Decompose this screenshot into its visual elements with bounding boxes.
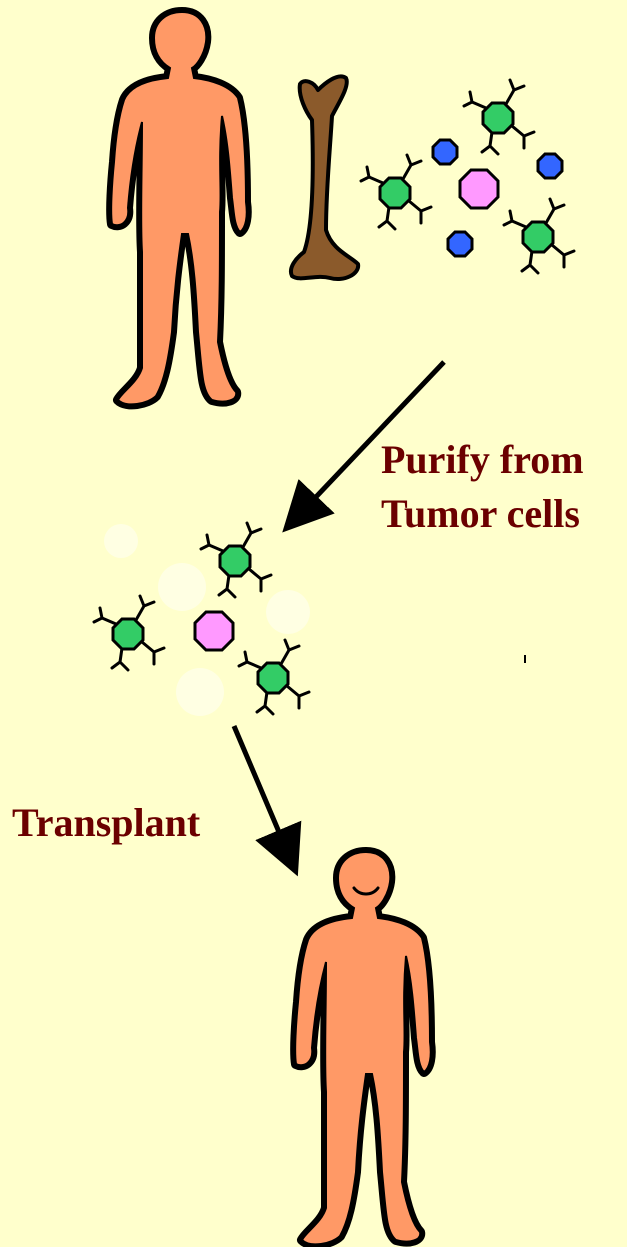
purify-label-line1: Purify from: [381, 433, 584, 487]
stem-cell-icon: [201, 523, 271, 597]
blood-cell-icon: [448, 232, 472, 256]
bone-icon: [291, 76, 358, 279]
transplant-arrow-icon: [234, 726, 290, 858]
transplant-label: Transplant: [12, 796, 200, 850]
recipient-smiling-person-icon: [295, 852, 431, 1244]
stem-cell-icon: [361, 155, 431, 229]
tumor-cell-icon: [195, 612, 233, 650]
blood-cell-icon: [433, 140, 457, 164]
purify-label: Purify from Tumor cells: [381, 433, 584, 541]
donor-person-icon: [111, 12, 247, 404]
purified-cell-cluster: [94, 523, 526, 716]
stem-cell-icon: [94, 596, 164, 670]
stem-cell-icon: [239, 640, 309, 714]
stem-cell-icon: [464, 80, 534, 154]
stem-cell-icon: [504, 199, 574, 273]
blood-cell-icon: [538, 154, 562, 178]
purify-label-line2: Tumor cells: [381, 487, 584, 541]
marrow-cell-cluster: [361, 80, 574, 273]
stray-mark: [524, 655, 526, 663]
tumor-cell-icon: [460, 170, 498, 208]
